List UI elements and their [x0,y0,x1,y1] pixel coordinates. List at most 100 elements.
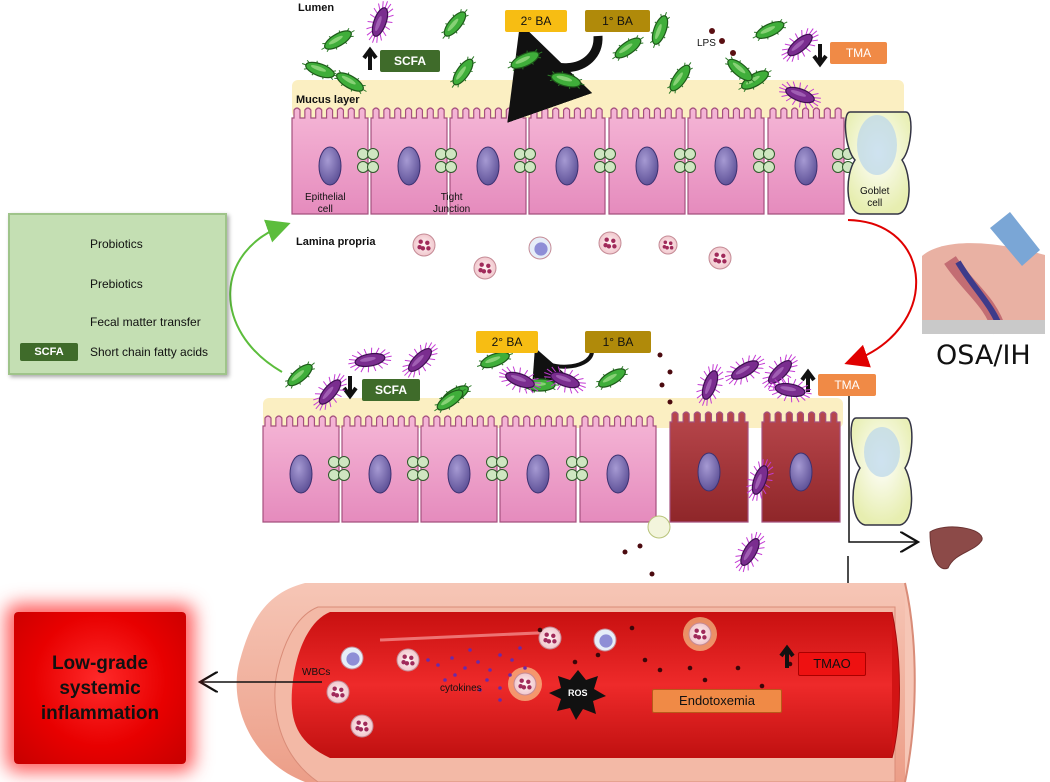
lps-dot [759,683,765,689]
white-blood-cell [538,626,562,650]
lps-dot [667,399,673,405]
lps-dot [730,50,736,56]
down-arrow-icon [342,376,358,400]
mucus-layer-label: Mucus layer [296,94,360,106]
cytokine-dot [443,678,447,682]
lps-dot [735,665,741,671]
epithelial-cell [449,107,527,215]
lumen-label: Lumen [298,2,335,14]
epithelial-cell [669,411,749,523]
white-blood-cell [340,646,364,670]
cytokine-dot [498,653,502,657]
probiotic-bacterium [450,56,476,88]
cytokine-dot [450,656,454,660]
probiotic-bacterium [507,48,543,72]
lps-dot [622,549,628,555]
nucleus [397,146,421,186]
cytokine-dot [453,673,457,677]
scfa-tag-top: SCFA [380,50,440,72]
probiotic-bacterium [321,27,355,53]
probiotic-bacterium [725,56,755,84]
cytokine-dot [498,686,502,690]
nucleus [697,452,721,492]
nucleus [714,146,738,186]
tmao-tag: TMAO [798,652,866,676]
cytokine-dot [510,658,514,662]
probiotic-bacterium [333,69,367,95]
lps-dots [622,352,673,577]
nucleus [368,454,392,494]
white-blood-cell [708,246,732,270]
goblet-cell-bottom [850,417,913,526]
lps-dot [709,28,715,34]
nucleus [289,454,313,494]
red-cycle-arrow [844,219,918,368]
white-blood-cell [598,231,622,255]
nucleus [794,146,818,186]
probiotic-bacterium [667,62,693,94]
nucleus [606,454,630,494]
epithelium-bottom [262,411,841,523]
green-cycle-arrow [229,219,291,373]
primary-ba-tag-bottom: 1° BA [585,331,651,353]
probiotic-bacterium [752,18,788,42]
pathogenic-bacterium [544,366,586,394]
osa-ih-label: OSA/IH [936,340,1031,371]
tight-junction [407,456,429,481]
inflammation-box: Low-grade systemic inflammation [14,612,186,764]
pathogenic-bacterium [348,347,392,373]
tight-junction-label: Tight Junction [433,192,471,215]
immune-cell [647,515,671,539]
probiotic-bacterium [285,361,315,389]
epithelial-cell [341,415,419,523]
lps-dot [642,657,648,663]
down-arrow-icon [812,44,828,68]
tight-junction [594,148,616,173]
lamina-propria-label: Lamina propria [296,236,376,248]
tight-junction [486,456,508,481]
epithelium-top [291,107,854,215]
nucleus [555,146,579,186]
immune-cells-lamina [412,231,732,280]
white-blood-cell [396,648,420,672]
scfa-tag-bottom: SCFA [362,379,420,401]
epithelial-cell [761,411,841,523]
probiotic-bacterium [441,9,469,39]
vessel-contents [326,617,793,738]
epithelial-cell [579,415,657,523]
cytokine-dot [485,678,489,682]
cytokine-dot [498,698,502,702]
cytokine-dot [508,673,512,677]
ros-burst-icon [549,670,606,720]
epithelial-cell [528,107,606,215]
pathogenic-bacterium [768,377,812,403]
tight-junction [514,148,536,173]
cytokines-label: cytokines [440,683,482,694]
legend-item-scfa: Short chain fatty acids [90,345,209,359]
lps-dot [687,665,693,671]
tight-junction [753,148,775,173]
ros-label: ROS [568,688,588,698]
tight-junction [328,456,350,481]
secondary-ba-tag-bottom: 2° BA [476,331,538,353]
cytokine-dot [478,688,482,692]
epithelial-cell [291,107,369,215]
epithelial-cell-label: Epithelial cell [305,192,346,215]
endotoxemia-tag: Endotoxemia [652,689,782,713]
tight-junction [674,148,696,173]
legend-item-fecal-transfer: Fecal matter transfer [90,315,201,329]
white-blood-cell [593,628,617,652]
pathogenic-bacterium [781,28,819,62]
lps-dot [572,659,578,665]
nucleus [635,146,659,186]
epithelial-cell [420,415,498,523]
pathogenic-bacterium [499,366,541,394]
white-blood-cell [350,714,374,738]
lps-dot [657,667,663,673]
lps-dot [629,625,635,631]
wbcs-label: WBCs [302,667,331,678]
goblet-cell-top [844,111,912,215]
tma-tag-bottom: TMA [818,374,876,396]
sleeping-head-icon [922,212,1045,335]
